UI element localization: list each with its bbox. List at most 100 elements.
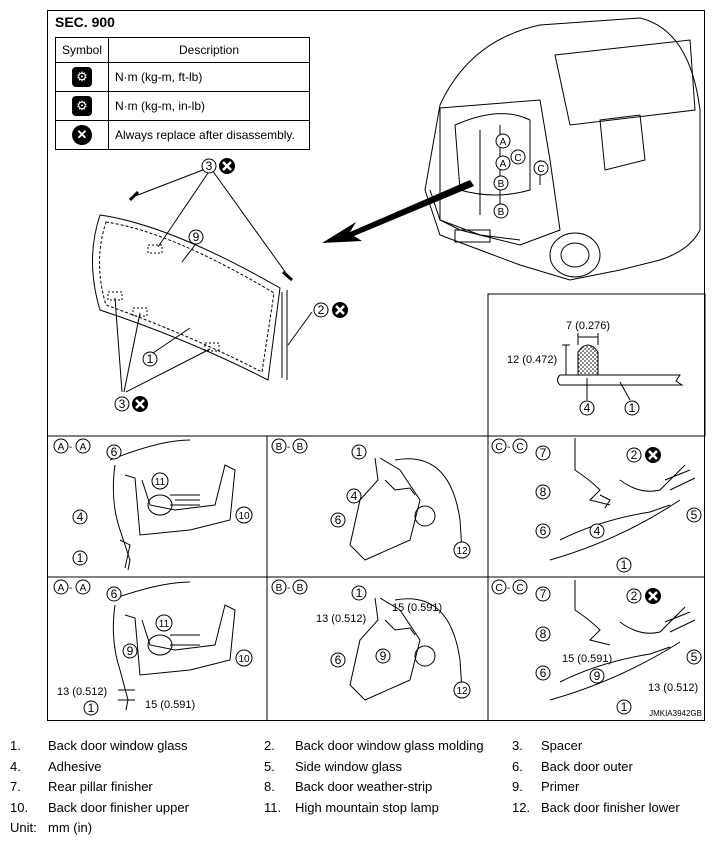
label-10-aa2: 10 [235,649,253,667]
section-aa-header-1: A - A [53,438,91,454]
symbol-desc-2: N·m (kg-m, in-lb) [108,91,310,121]
label-2-molding: 2 [313,300,350,320]
label-9-glass: 9 [188,229,204,245]
legend-text: Back door finisher upper [48,799,189,815]
legend-text: Adhesive [48,758,102,774]
svg-text:B: B [297,583,304,594]
svg-text:-: - [507,442,510,453]
vehicle-rear-view [424,17,701,281]
svg-text:12: 12 [456,546,468,557]
svg-text:A: A [500,137,507,148]
label-9-cc2: 9 [589,668,605,684]
label-5-cc2: 5 [686,649,702,665]
label-7-cc1: 7 [535,445,551,461]
svg-text:B: B [297,442,304,453]
svg-text:1: 1 [88,701,95,715]
section-bb-drawing-2 [349,597,463,701]
replace-x-icon: ✕ [72,125,92,145]
svg-text:4: 4 [351,489,358,503]
label-6-aa1: 6 [106,444,122,460]
callout-B-low: B [493,203,509,219]
label-6-aa2: 6 [106,586,122,602]
svg-text:11: 11 [159,619,170,630]
legend-text: Back door window glass [48,738,188,753]
symbol-table: Symbol Description ⚙ N·m (kg-m, ft-lb) ⚙… [55,37,310,150]
svg-text:-: - [507,583,510,594]
legend-text: Back door weather-strip [295,779,433,794]
legend-number: 8. [264,779,275,794]
svg-text:C: C [495,442,502,453]
svg-text:2: 2 [318,303,325,317]
svg-text:12: 12 [456,686,468,697]
section-aa-drawing-2 [109,581,236,711]
svg-text:9: 9 [594,669,601,683]
label-4-bb1: 4 [346,488,362,504]
label-8-cc1: 8 [535,484,551,500]
legend-number: 1. [10,738,21,753]
label-1-glass: 1 [142,351,158,367]
label-8-cc2: 8 [535,626,551,642]
svg-text:C: C [537,164,544,175]
svg-text:2: 2 [631,448,638,462]
svg-text:A: A [80,442,87,453]
svg-text:A: A [58,583,65,594]
legend-number: 7. [10,779,21,794]
svg-text:5: 5 [691,508,698,522]
legend-text: Side window glass [295,758,402,774]
svg-text:1: 1 [356,586,363,600]
svg-text:A: A [500,159,507,170]
label-10-aa1: 10 [235,506,253,524]
label-6-cc2: 6 [535,665,551,681]
section-cc-drawing-2 [549,580,696,701]
legend-number: 10. [10,799,29,815]
svg-text:6: 6 [111,587,118,601]
section-title: SEC. 900 [55,14,115,30]
label-1-aa2: 1 [83,700,99,716]
svg-text:-: - [287,442,290,453]
dim-15-bb2: 15 (0.591) [392,602,442,614]
label-4-cc1: 4 [589,523,605,539]
unit-label: Unit: [10,820,37,835]
legend-number: 6. [512,758,523,774]
section-bb-header-2: B - B [271,579,308,595]
label-12-bb2: 12 [453,681,471,699]
label-3-bottom: 3 [114,394,150,414]
legend-number: 5. [264,758,275,774]
label-6-bb1: 6 [330,512,346,528]
label-5-cc1: 5 [686,507,702,523]
legend-text: Back door finisher lower [541,799,680,815]
callout-A-mid: A [495,155,511,171]
torque-wrench-small-icon: ⚙ [72,96,92,116]
svg-text:1: 1 [147,352,154,366]
label-6-bb2: 6 [330,652,346,668]
legend-number: 11. [264,799,282,815]
svg-text:2: 2 [631,589,638,603]
svg-text:9: 9 [193,230,200,244]
callout-B-mid: B [493,175,509,191]
label-2-cc2: 2 [626,586,663,606]
legend-text: Back door window glass molding [295,738,484,753]
svg-text:9: 9 [380,649,387,663]
label-6-cc1: 6 [535,523,551,539]
svg-text:3: 3 [119,397,126,411]
callout-A-top: A [495,133,511,149]
svg-text:B: B [498,207,505,218]
dim-12-label: 12 (0.472) [507,354,557,366]
svg-text:4: 4 [77,510,84,524]
svg-text:C: C [516,442,523,453]
svg-text:3: 3 [206,159,213,173]
svg-text:-: - [287,583,290,594]
symbol-desc-1: N·m (kg-m, ft-lb) [108,62,310,92]
label-2-cc1: 2 [626,445,663,465]
window-glass [92,167,313,393]
svg-text:6: 6 [111,445,118,459]
label-9-bb2: 9 [375,648,391,664]
svg-text:7: 7 [540,587,547,601]
label-1-aa1: 1 [72,550,88,566]
label-1-detail: 1 [624,400,640,416]
section-cc-header-2: C - C [491,579,528,595]
svg-text:10: 10 [238,654,250,665]
dim-13-aa2: 13 (0.512) [57,686,107,698]
